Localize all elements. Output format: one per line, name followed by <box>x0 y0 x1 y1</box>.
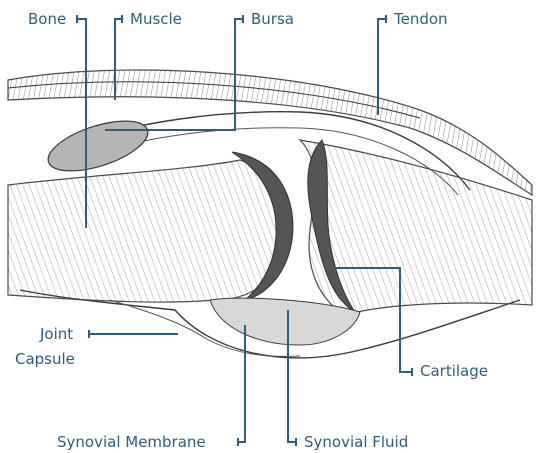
label-bursa: Bursa <box>251 10 294 29</box>
left-bone <box>8 160 291 302</box>
label-synovial-fluid: Synovial Fluid <box>304 433 408 452</box>
label-synovial-membrane: Synovial Membrane <box>57 433 206 452</box>
leader-joint-capsule <box>89 330 178 338</box>
leader-synovial-membrane <box>238 325 245 446</box>
label-cartilage: Cartilage <box>420 362 488 381</box>
label-joint-capsule-line1: Joint <box>40 325 73 344</box>
label-tendon: Tendon <box>394 10 448 29</box>
bursa-sac <box>42 111 153 181</box>
label-joint-capsule-line2: Capsule <box>15 350 75 369</box>
label-bone: Bone <box>28 10 66 29</box>
label-muscle: Muscle <box>130 10 182 29</box>
